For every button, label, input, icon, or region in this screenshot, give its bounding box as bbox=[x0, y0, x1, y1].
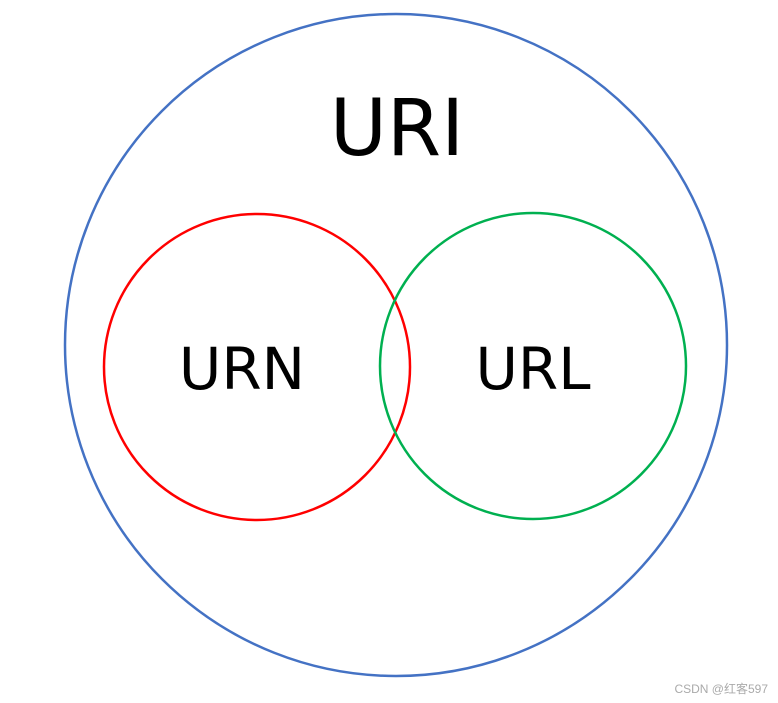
uri-circle bbox=[63, 12, 729, 678]
urn-label: URN bbox=[179, 335, 305, 403]
watermark: CSDN @红客597 bbox=[674, 682, 768, 696]
uri-label: URI bbox=[330, 84, 464, 174]
url-label: URL bbox=[475, 335, 590, 403]
url-circle bbox=[378, 211, 688, 521]
urn-circle bbox=[102, 212, 412, 522]
